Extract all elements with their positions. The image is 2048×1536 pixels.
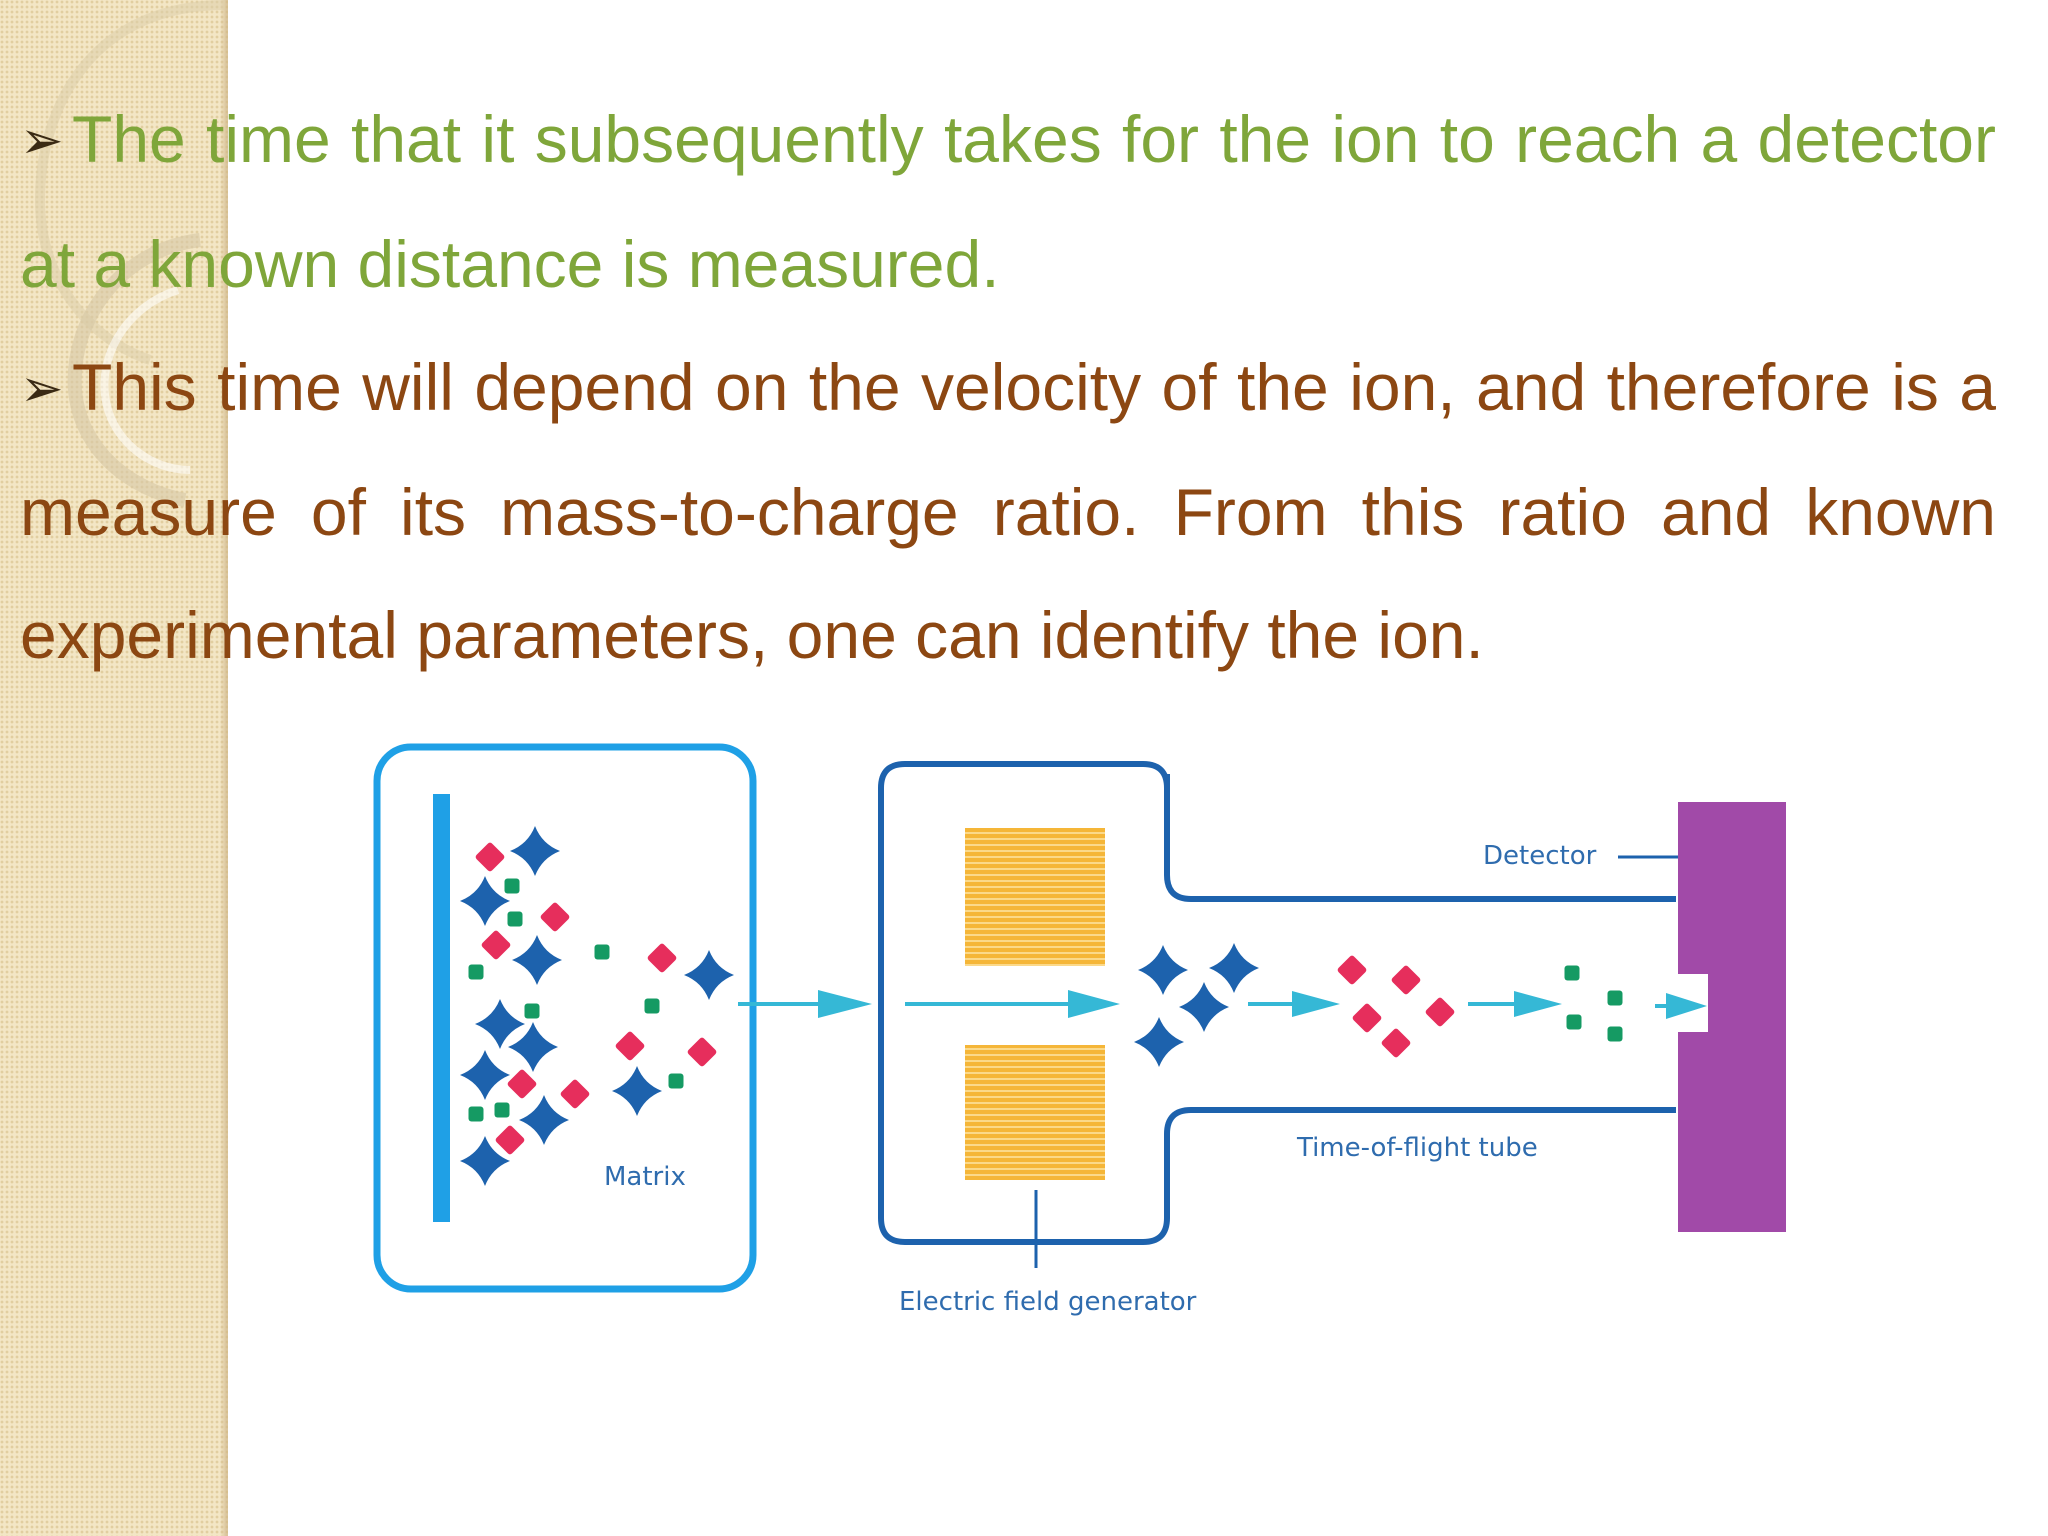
field-plate-top [965,828,1105,966]
ion-path-arrow [1468,991,1562,1017]
sample-plate [433,794,450,1222]
ion-star-icon [519,1095,569,1145]
ion-star-icon [460,1050,510,1100]
detector-label: Detector [1483,841,1597,871]
ion-diamond-icon [1381,1028,1411,1058]
detector [1678,802,1786,1232]
field-generator-label: Electric field generator [899,1287,1197,1317]
ion-dot-icon [524,1003,540,1019]
ion-dot-icon [468,964,484,980]
ion-star-icon [1134,1017,1184,1067]
ion-dot-icon [507,911,523,927]
ion-dot-icon [468,1106,484,1122]
ion-star-icon [475,999,525,1049]
ion-dot-icon [644,998,660,1014]
flight-tube-ions [1134,943,1623,1067]
ion-dot-icon [668,1073,684,1089]
ion-dot-icon [1607,1026,1623,1042]
ion-path-arrow [1655,993,1707,1019]
arrow-bullet-icon: ➢ [20,359,64,419]
ion-path-arrow [905,990,1120,1018]
bullet-point: ➢The time that it subsequently takes for… [20,78,1996,326]
ion-path-arrow [738,990,872,1018]
ion-dot-icon [504,878,520,894]
ion-diamond-icon [560,1079,590,1109]
ion-diamond-icon [1352,1003,1382,1033]
ion-dot-icon [1607,990,1623,1006]
field-plate-bottom [965,1045,1105,1180]
ion-path-arrow [1248,991,1340,1017]
ion-dot-icon [494,1102,510,1118]
ion-dot-icon [1564,965,1580,981]
tof-tube-label: Time-of-flight tube [1296,1133,1538,1163]
ion-diamond-icon [615,1031,645,1061]
sample-panel [373,743,757,1293]
bullet-text: The time that it subsequently takes for … [20,102,1996,301]
matrix-ions [460,826,734,1186]
ion-star-icon [1138,945,1188,995]
slide-body: ➢The time that it subsequently takes for… [20,78,1996,697]
ion-diamond-icon [495,1125,525,1155]
ion-star-icon [1209,943,1259,993]
ion-star-icon [508,1022,558,1072]
ion-diamond-icon [647,943,677,973]
bullet-point: ➢This time will depend on the velocity o… [20,326,1996,697]
arrow-bullet-icon: ➢ [20,111,64,171]
ion-dot-icon [594,944,610,960]
ion-diamond-icon [540,902,570,932]
ion-diamond-icon [1391,965,1421,995]
ion-diamond-icon [507,1069,537,1099]
ion-dot-icon [1566,1014,1582,1030]
ion-diamond-icon [475,842,505,872]
bullet-text: This time will depend on the velocity of… [20,350,1996,672]
ion-diamond-icon [687,1037,717,1067]
ion-star-icon [460,876,510,926]
ion-star-icon [512,935,562,985]
ion-star-icon [684,950,734,1000]
ion-diamond-icon [1425,997,1455,1027]
matrix-label: Matrix [604,1162,686,1192]
ion-star-icon [612,1066,662,1116]
ion-star-icon [460,1136,510,1186]
ion-diamond-icon [1337,955,1367,985]
instrument-outline [878,761,1676,1245]
ion-star-icon [1179,982,1229,1032]
ion-diamond-icon [481,930,511,960]
ion-star-icon [510,826,560,876]
